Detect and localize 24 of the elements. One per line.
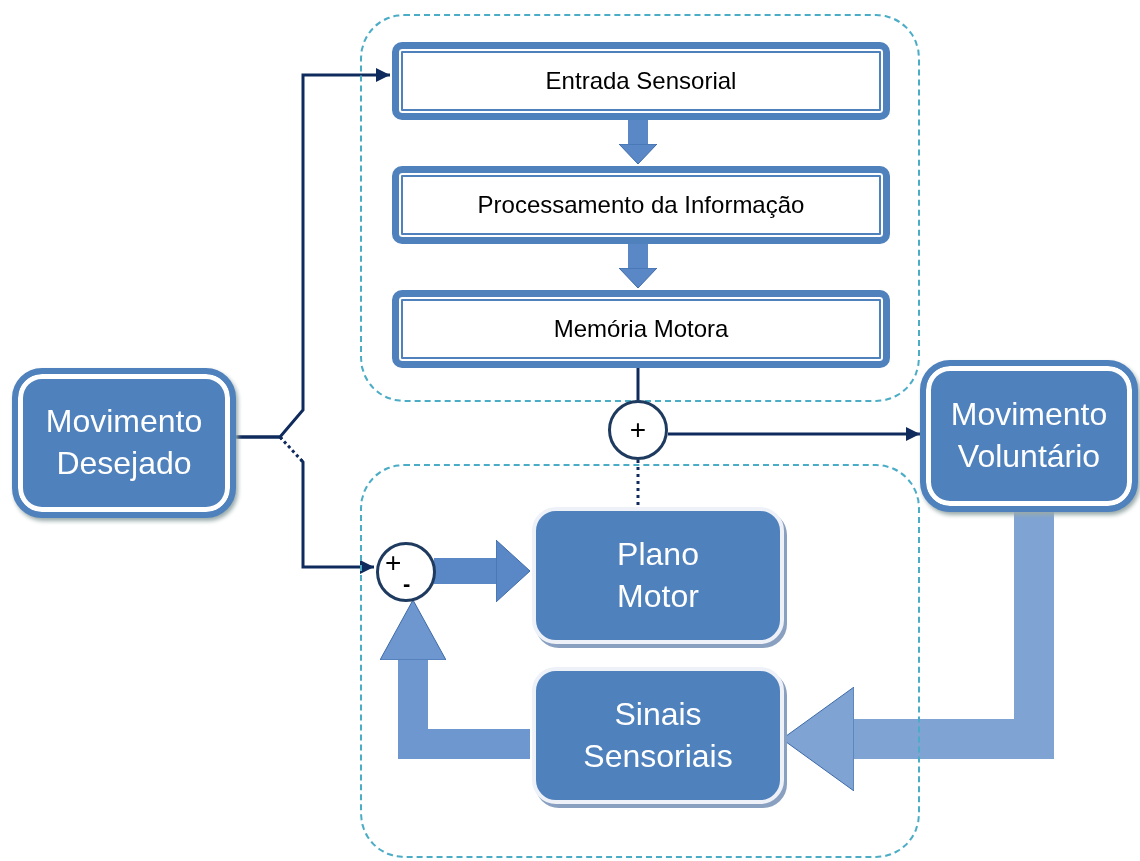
- connector-line: [636, 366, 640, 400]
- terminal-box: [12, 368, 236, 518]
- dashed-group-region: [360, 14, 920, 402]
- connector-line: [636, 460, 640, 505]
- dashed-group-region: [360, 464, 920, 858]
- plus-sign: +: [385, 549, 402, 577]
- box-label: Memória Motora: [552, 314, 730, 344]
- minus-sign: -: [403, 573, 411, 595]
- arrow: [668, 427, 920, 441]
- block-arrow: [434, 539, 531, 603]
- process-box: [392, 166, 890, 244]
- arrow: [236, 435, 374, 574]
- block-arrow: [618, 118, 658, 165]
- process-box: [392, 42, 890, 120]
- process-box: [392, 290, 890, 368]
- box-label: Movimento Voluntário: [949, 395, 1109, 476]
- box-label: Movimento Desejado: [44, 402, 204, 483]
- box-label: Entrada Sensorial: [544, 66, 738, 96]
- box-label: Sinais Sensoriais: [582, 694, 734, 776]
- plus-sign: +: [628, 413, 648, 447]
- box-label: Plano Motor: [616, 534, 700, 616]
- block-arrow: [618, 242, 658, 289]
- box-label: Processamento da Informação: [476, 190, 806, 220]
- terminal-box: [920, 360, 1138, 512]
